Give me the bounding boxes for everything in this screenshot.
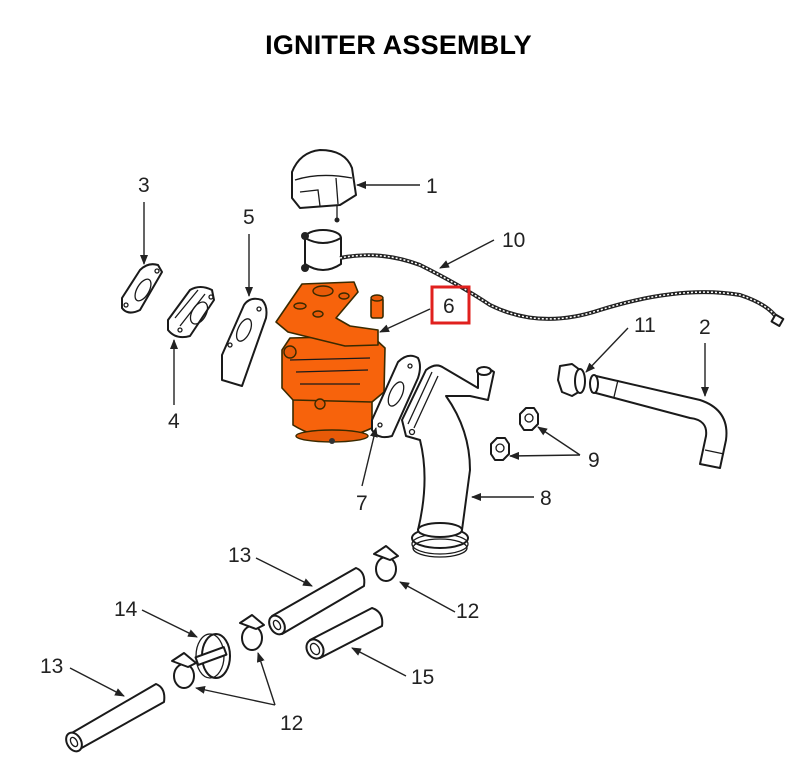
- page-title: IGNITER ASSEMBLY: [265, 30, 532, 60]
- callout-10[interactable]: 10: [502, 229, 525, 252]
- callout-7[interactable]: 7: [356, 492, 368, 515]
- part-elbow-pipe[interactable]: [401, 364, 495, 558]
- leader-14: [141, 609, 198, 638]
- part-carburetor-highlighted[interactable]: [275, 281, 386, 444]
- callout-14[interactable]: 14: [114, 598, 138, 621]
- part-straight-tube-upper[interactable]: [266, 567, 366, 637]
- leader-10: [439, 239, 495, 269]
- part-hose-clamp-lower[interactable]: [171, 652, 197, 689]
- leader-9b: [509, 451, 581, 460]
- leader-13-lower: [69, 667, 125, 697]
- leader-9a: [537, 426, 581, 456]
- part-small-gasket[interactable]: [121, 263, 163, 314]
- part-plate-gasket[interactable]: [221, 297, 268, 387]
- callout-2[interactable]: 2: [699, 316, 711, 339]
- callout-13-lower[interactable]: 13: [40, 655, 63, 678]
- callout-8[interactable]: 8: [540, 487, 552, 510]
- callout-3[interactable]: 3: [138, 174, 150, 197]
- leader-15: [351, 647, 407, 677]
- highlight-box: [430, 285, 471, 325]
- part-flange-nut-lower[interactable]: [490, 437, 510, 461]
- part-tube-connector[interactable]: [557, 363, 586, 397]
- leader-13-upper: [255, 557, 313, 587]
- leader-6: [379, 308, 431, 333]
- part-igniter-bracket[interactable]: [301, 229, 342, 272]
- part-flange-nut-upper[interactable]: [519, 407, 539, 431]
- callout-5[interactable]: 5: [243, 206, 255, 229]
- part-hose-clamp-upper[interactable]: [373, 545, 399, 582]
- callout-6[interactable]: 6: [443, 295, 455, 318]
- part-short-tube[interactable]: [303, 607, 384, 662]
- leader-7: [361, 427, 378, 487]
- callout-12-lower[interactable]: 12: [280, 712, 303, 735]
- leader-12-lower: [195, 685, 276, 706]
- part-igniter-wire[interactable]: [339, 253, 785, 327]
- leader-lines: [69, 181, 709, 706]
- leader-12-upper: [399, 581, 456, 613]
- part-spacer-block[interactable]: [167, 286, 215, 339]
- callout-9[interactable]: 9: [588, 449, 600, 472]
- callout-11[interactable]: 11: [634, 314, 656, 337]
- part-straight-tube-lower[interactable]: [63, 683, 166, 754]
- part-filter-disc[interactable]: [194, 633, 231, 679]
- leader-11: [585, 327, 629, 373]
- callout-1[interactable]: 1: [426, 175, 438, 198]
- callout-labels: 1 2 3 4 5 6 7 8 9 10 11 12 12 13 13 14 1…: [40, 174, 711, 735]
- part-bent-tube[interactable]: [589, 374, 728, 469]
- part-flange-gasket[interactable]: [371, 354, 421, 439]
- callout-13-upper[interactable]: 13: [228, 544, 251, 567]
- part-igniter-cap[interactable]: [291, 149, 357, 223]
- part-hose-clamp-middle[interactable]: [239, 614, 265, 651]
- callout-4[interactable]: 4: [168, 410, 180, 433]
- leader-12-middle: [256, 652, 276, 706]
- callout-12-upper[interactable]: 12: [456, 600, 479, 623]
- callout-15[interactable]: 15: [411, 666, 434, 689]
